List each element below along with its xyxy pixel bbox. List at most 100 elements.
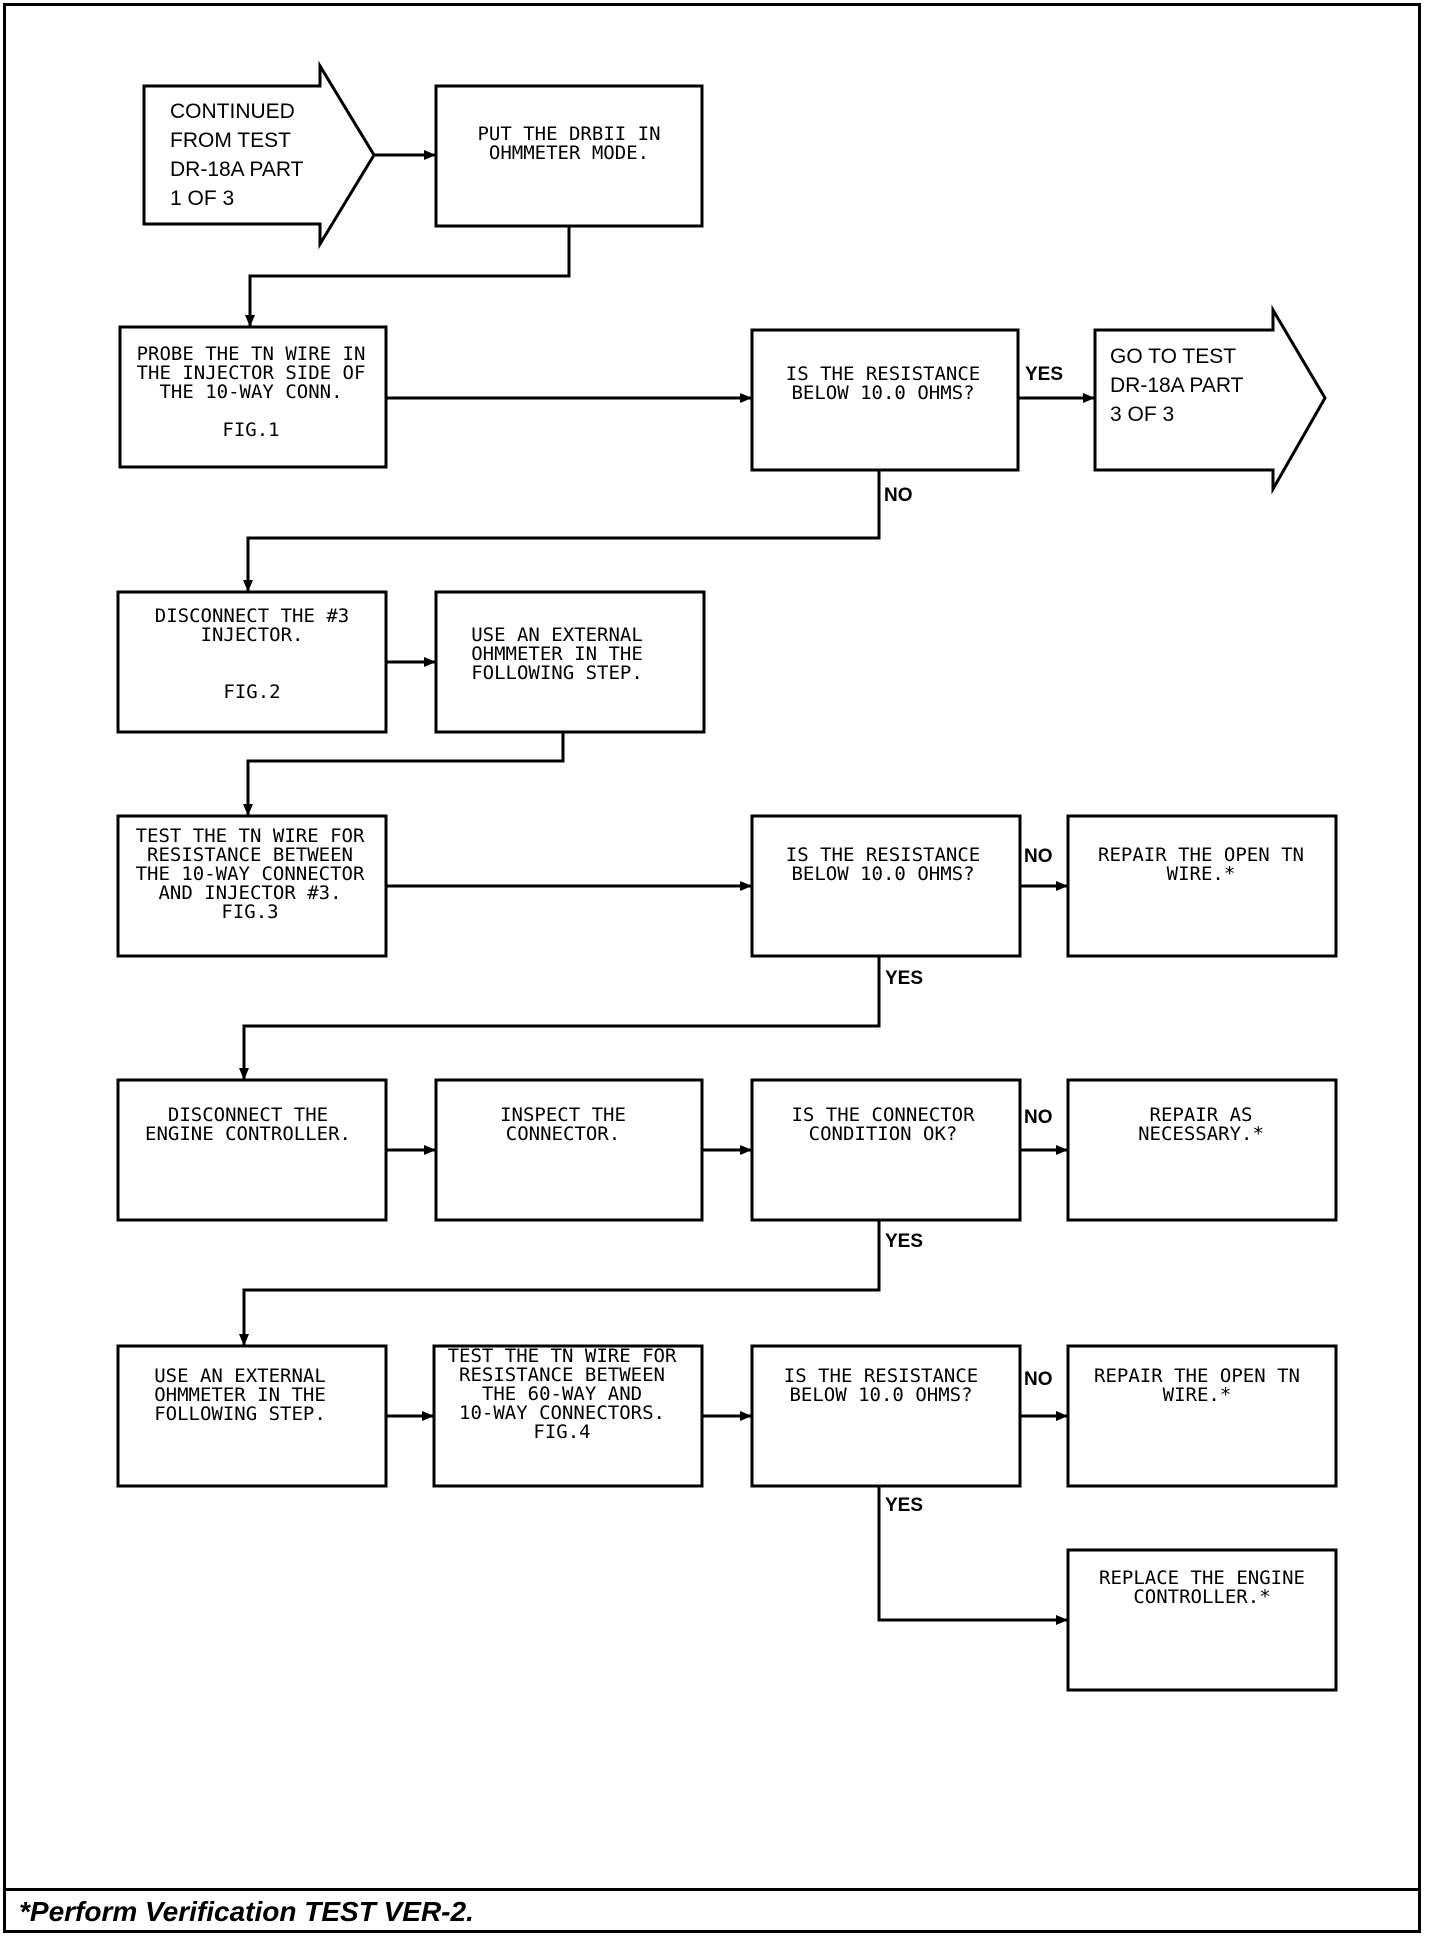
footer-note: *Perform Verification TEST VER-2. (3, 1888, 1421, 1933)
decision4-text-line: BELOW 10.0 OHMS? (789, 1384, 972, 1406)
repair-open1-text-line: REPAIR THE OPEN TN (1098, 844, 1304, 866)
edge-label-d4-yes: YES (885, 1495, 923, 1516)
repair-open2-box (1066, 1344, 1338, 1488)
ext-ohm2-text-line: OHMMETER IN THE (154, 1384, 326, 1406)
drbii-text-line: OHMMETER MODE. (489, 142, 649, 164)
start-text-line: FROM TEST (170, 129, 291, 152)
test-tn2-text-line: TEST THE TN WIRE FOR (448, 1345, 677, 1367)
decision2-box (750, 814, 1022, 958)
edge-disinj-extohm1-arrowhead (424, 657, 436, 667)
decision3-text-line: IS THE CONNECTOR (791, 1104, 975, 1126)
edge-d3-repairnec-arrowhead (1056, 1145, 1068, 1155)
edge-testtn2-d4-arrowhead (740, 1411, 752, 1421)
test-tn2-text-line: FIG.4 (533, 1421, 590, 1443)
replace-text-line: CONTROLLER.* (1133, 1586, 1270, 1608)
test-tn1-text-line: TEST THE TN WIRE FOR (136, 825, 365, 847)
edge-extohm1-testtn1-arrowhead (243, 804, 253, 816)
decision1-box (750, 328, 1020, 472)
edge-label-d1-yes: YES (1025, 364, 1063, 385)
probe-text-line: PROBE THE TN WIRE IN (137, 343, 366, 365)
test-tn2-text-line: 10-WAY CONNECTORS. (459, 1402, 665, 1424)
disconnect-inj-text-line: INJECTOR. (201, 624, 304, 646)
edge-disctrl-inspect-arrowhead (424, 1145, 436, 1155)
test-tn1-text-line: FIG.3 (221, 901, 278, 923)
ext-ohm1-text-line: OHMMETER IN THE (471, 643, 643, 665)
repair-open1-text-line: WIRE.* (1167, 863, 1236, 885)
edge-d1-no-arrowhead (243, 580, 253, 592)
edge-label-d1-no: NO (884, 485, 913, 506)
decision4-box (750, 1344, 1022, 1488)
page-frame (3, 3, 1421, 1933)
edge-d4-yes-arrowhead (1056, 1615, 1068, 1625)
edge-extohm2-testtn2-arrowhead (422, 1411, 434, 1421)
start-text-line: DR-18A PART (170, 158, 304, 181)
goto3-text-line: DR-18A PART (1110, 374, 1244, 397)
disconnect-ctrl-box (116, 1078, 388, 1222)
probe-text-line: THE INJECTOR SIDE OF (137, 362, 366, 384)
repair-nec-text-line: REPAIR AS (1150, 1104, 1253, 1126)
disconnect-ctrl-text-line: DISCONNECT THE (168, 1104, 328, 1126)
repair-open2-text-line: REPAIR THE OPEN TN (1094, 1365, 1300, 1387)
edge-drbii-probe (248, 226, 571, 327)
edge-d1-goto3-arrowhead (1083, 393, 1095, 403)
edge-extohm1-testtn1 (246, 732, 565, 816)
disconnect-inj-text-line: FIG.2 (223, 681, 280, 703)
edge-d2-repair1-arrowhead (1056, 881, 1068, 891)
edge-probe-d1-arrowhead (740, 393, 752, 403)
ext-ohm2-box (116, 1344, 388, 1488)
goto3-connector (1093, 304, 1327, 495)
edge-label-d2-no: NO (1024, 846, 1053, 867)
edge-d2-yes (242, 956, 881, 1080)
inspect-text-line: CONNECTOR. (506, 1123, 620, 1145)
test-tn1-text-line: THE 10-WAY CONNECTOR (136, 863, 365, 885)
test-tn2-text-line: RESISTANCE BETWEEN (459, 1364, 665, 1386)
decision3-box (750, 1078, 1022, 1222)
disconnect-ctrl-text-line: ENGINE CONTROLLER. (145, 1123, 351, 1145)
probe-text-line: FIG.1 (222, 419, 279, 441)
ext-ohm2-text-line: FOLLOWING STEP. (154, 1403, 326, 1425)
decision3-text-line: CONDITION OK? (809, 1123, 958, 1145)
decision2-text-line: IS THE RESISTANCE (786, 844, 980, 866)
edge-d4-yes (877, 1486, 1068, 1622)
drbii-text-line: PUT THE DRBII IN (477, 123, 660, 145)
ext-ohm1-text-line: USE AN EXTERNAL (471, 624, 643, 646)
ext-ohm1-text-line: FOLLOWING STEP. (471, 662, 643, 684)
edge-d1-no (246, 470, 881, 592)
inspect-box (434, 1078, 704, 1222)
probe-box (118, 325, 388, 469)
edge-d3-yes-arrowhead (239, 1334, 249, 1346)
edge-d2-yes-arrowhead (239, 1068, 249, 1080)
edge-label-d3-no: NO (1024, 1107, 1053, 1128)
probe-text-line: THE 10-WAY CONN. (159, 381, 342, 403)
decision1-text-line: IS THE RESISTANCE (786, 363, 980, 385)
goto3-text-line: 3 OF 3 (1110, 403, 1174, 426)
decision2-text-line: BELOW 10.0 OHMS? (791, 863, 974, 885)
edge-label-d3-yes: YES (885, 1231, 923, 1252)
repair-nec-text-line: NECESSARY.* (1138, 1123, 1264, 1145)
test-tn2-text-line: THE 60-WAY AND (482, 1383, 642, 1405)
edge-label-d4-no: NO (1024, 1369, 1053, 1390)
edge-drbii-probe-arrowhead (245, 315, 255, 327)
ext-ohm2-text-line: USE AN EXTERNAL (154, 1365, 326, 1387)
test-tn1-text-line: AND INJECTOR #3. (158, 882, 341, 904)
repair-open1-box (1066, 814, 1338, 958)
test-tn1-text-line: RESISTANCE BETWEEN (147, 844, 353, 866)
goto3-text-line: GO TO TEST (1110, 345, 1236, 368)
start-connector (142, 60, 376, 250)
decision1-text-line: BELOW 10.0 OHMS? (791, 382, 974, 404)
edge-d4-repair2-arrowhead (1056, 1411, 1068, 1421)
decision4-text-line: IS THE RESISTANCE (784, 1365, 978, 1387)
replace-box (1066, 1548, 1338, 1692)
repair-nec-box (1066, 1078, 1338, 1222)
test-tn1-box (116, 814, 388, 958)
start-text-line: 1 OF 3 (170, 187, 234, 210)
start-text-line: CONTINUED (170, 100, 295, 123)
replace-text-line: REPLACE THE ENGINE (1099, 1567, 1305, 1589)
edge-label-d2-yes: YES (885, 968, 923, 989)
repair-open2-text-line: WIRE.* (1163, 1384, 1232, 1406)
disconnect-inj-text-line: DISCONNECT THE #3 (155, 605, 349, 627)
disconnect-inj-box (116, 590, 388, 734)
edge-d3-yes (242, 1220, 881, 1346)
edge-inspect-d3-arrowhead (740, 1145, 752, 1155)
